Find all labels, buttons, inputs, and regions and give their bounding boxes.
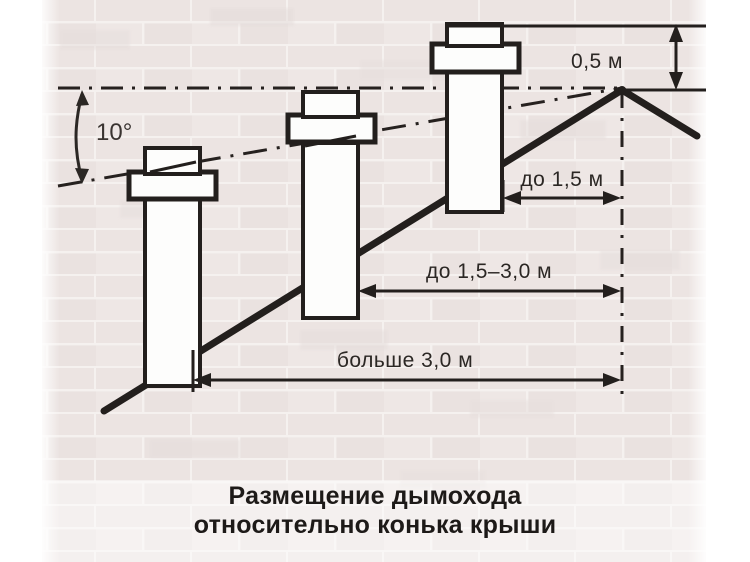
near-distance-label: до 1,5 м [520,168,603,191]
far-distance-label: больше 3,0 м [337,349,473,372]
chimney-mid-cap [301,90,360,119]
far-distance-dimension: больше 3,0 м [191,349,621,392]
mid-distance-arrowhead-right [603,284,621,298]
caption-line-1: Размещение дымохода [229,482,523,510]
mid-distance-label: до 1,5–3,0 м [426,260,552,283]
chimney-far-collar [126,169,219,202]
caption: Размещение дымохода относительно конька … [194,482,557,539]
chimney-mid [285,90,378,320]
near-distance-dimension: до 1,5 м [503,168,621,205]
chimney-far [126,146,219,388]
caption-line-2: относительно конька крыши [194,511,557,539]
far-distance-arrowhead-right [603,373,621,387]
ridge-height-arrowhead-up [669,24,683,42]
angle-arrowhead-bottom [75,168,89,184]
angle-label: 10° [96,119,132,146]
chimney-mid-body [301,141,360,320]
near-distance-arrowhead-right [603,191,621,205]
near-distance-arrowhead-left [503,191,521,205]
brick-wall-background [42,0,706,562]
chimney-near-cap [445,22,504,48]
angle-annotation: 10° [74,90,132,184]
chimney-near-body [445,70,504,214]
chimney-mid-collar [285,112,378,145]
chimney-far-cap-diagonal [149,160,197,174]
chimney-mid-cap-diagonal [304,134,357,148]
chimney-near [429,22,706,214]
roof-slope-right [618,86,701,140]
mid-distance-arrowhead-left [358,284,376,298]
mid-distance-dimension: до 1,5–3,0 м [358,260,621,298]
ridge-height-dimension: 0,5 м [571,24,683,90]
chimney-near-collar [429,41,522,75]
far-distance-arrowhead-left [193,373,211,387]
angle-arrowhead-top [76,90,89,106]
ridge-height-label: 0,5 м [571,50,623,73]
ridge-height-arrowhead-down [669,72,683,90]
